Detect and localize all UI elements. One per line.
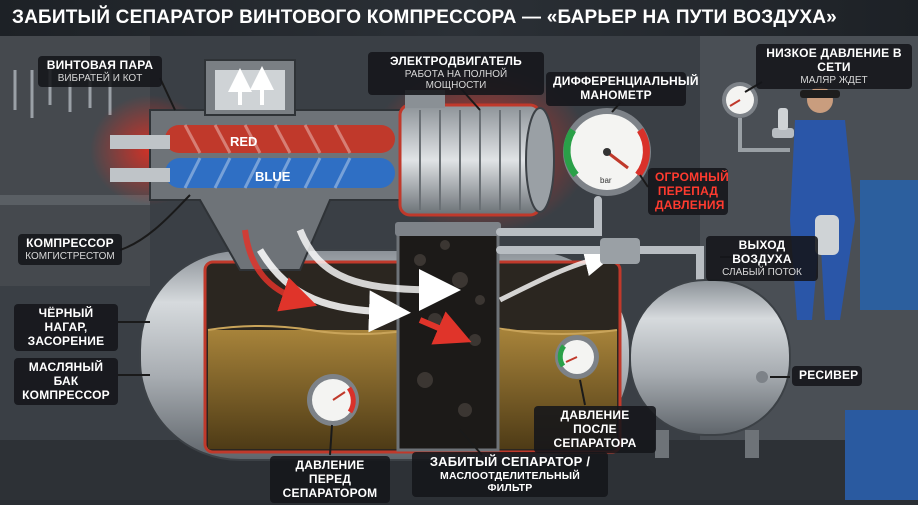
label-compressor-title: КОМПРЕССОР bbox=[26, 236, 114, 250]
label-pressure-after-line2: СЕПАРАТОРА bbox=[553, 435, 637, 450]
label-huge-drop-line2: ПЕРЕПАД bbox=[657, 183, 719, 198]
label-screw-pair-title: ВИНТОВАЯ ПАРА bbox=[46, 58, 154, 72]
label-diff-gauge-line2: МАНОМЕТР bbox=[580, 87, 652, 102]
label-receiver-title: РЕСИВЕР bbox=[799, 368, 859, 382]
label-motor: ЭЛЕКТРОДВИГАТЕЛЬ РАБОТА НА ПОЛНОЙ МОЩНОС… bbox=[368, 52, 544, 95]
gauge-before bbox=[307, 374, 359, 426]
air-flow-arrow-icon bbox=[498, 246, 615, 303]
label-pressure-before-line1: ДАВЛЕНИЕ ПЕРЕД bbox=[295, 458, 365, 486]
label-oil-tank-line2: КОМПРЕССОР bbox=[22, 387, 110, 402]
label-diff-gauge: ДИФФЕРЕНЦИАЛЬНЫЙ МАНОМЕТР bbox=[546, 72, 699, 106]
differential-gauge: bar bbox=[563, 108, 651, 196]
gauge-unit: bar bbox=[600, 176, 612, 185]
label-screw-pair-sub: ВИБРАТЕЙ И КОТ bbox=[57, 72, 143, 84]
air-flow-arrows bbox=[242, 228, 615, 345]
label-huge-drop: ОГРОМНЫЙ ПЕРЕПАД ДАВЛЕНИЯ bbox=[648, 168, 729, 216]
label-compressor: КОМПРЕССОР КОМГИСТРЕСТОМ bbox=[18, 234, 122, 266]
label-black-deposit: ЧЁРНЫЙ НАГАР, ЗАСОРЕНИЕ bbox=[14, 304, 118, 352]
label-huge-drop-line1: ОГРОМНЫЙ bbox=[655, 170, 729, 184]
label-pressure-before: ДАВЛЕНИЕ ПЕРЕД СЕПАРАТОРОМ bbox=[270, 456, 390, 504]
label-separator-line1: ЗАБИТЫЙ СЕПАРАТОР / bbox=[429, 454, 591, 469]
spray-gun-2 bbox=[815, 215, 839, 255]
gauge-needle bbox=[606, 150, 629, 170]
red-rotor-label: RED bbox=[230, 134, 257, 149]
label-oil-tank: МАСЛЯНЫЙ БАК КОМПРЕССОР bbox=[14, 358, 118, 406]
rotor-shaft bbox=[110, 135, 170, 149]
piping bbox=[496, 196, 704, 289]
label-screw-pair: ВИНТОВАЯ ПАРА ВИБРАТЕЙ И КОТ bbox=[38, 56, 162, 88]
label-black-deposit-line2: ЗАСОРЕНИЕ bbox=[27, 333, 105, 348]
outlet-valve bbox=[600, 238, 640, 264]
label-black-deposit-line1: ЧЁРНЫЙ НАГАР, bbox=[38, 306, 94, 334]
label-low-pressure-sub: МАЛЯР ЖДЕТ bbox=[800, 74, 868, 86]
workbench bbox=[0, 195, 150, 205]
clogged-separator bbox=[395, 222, 501, 452]
label-pressure-after-line1: ДАВЛЕНИЕ ПОСЛЕ bbox=[560, 408, 630, 436]
label-air-out-sub: СЛАБЫЙ ПОТОК bbox=[722, 266, 802, 278]
label-low-pressure-title: НИЗКОЕ ДАВЛЕНИЕ В СЕТИ bbox=[766, 46, 902, 74]
blue-cabinet bbox=[860, 180, 918, 310]
label-pressure-before-line2: СЕПАРАТОРОМ bbox=[282, 485, 378, 500]
label-diff-gauge-line1: ДИФФЕРЕНЦИАЛЬНЫЙ bbox=[553, 74, 699, 88]
label-pressure-after: ДАВЛЕНИЕ ПОСЛЕ СЕПАРАТОРА bbox=[534, 406, 656, 454]
blue-machine bbox=[845, 410, 918, 500]
air-flow-arrow-icon bbox=[418, 311, 472, 345]
label-air-out: ВЫХОД ВОЗДУХА СЛАБЫЙ ПОТОК bbox=[706, 236, 818, 282]
label-receiver: РЕСИВЕР bbox=[792, 366, 862, 386]
blue-rotor bbox=[165, 158, 395, 188]
red-rotor bbox=[165, 125, 395, 153]
label-air-out-title: ВЫХОД ВОЗДУХА bbox=[732, 238, 792, 266]
gauge-after bbox=[555, 335, 599, 379]
wall-gauge bbox=[722, 82, 790, 152]
air-flow-arrow-icon bbox=[242, 229, 318, 312]
label-compressor-sub: КОМГИСТРЕСТОМ bbox=[25, 250, 115, 262]
label-separator: ЗАБИТЫЙ СЕПАРАТОР / МАСЛООТДЕЛИТЕЛЬНЫЙ Ф… bbox=[412, 452, 608, 498]
label-huge-drop-line3: ДАВЛЕНИЯ bbox=[655, 197, 725, 212]
label-motor-title: ЭЛЕКТРОДВИГАТЕЛЬ bbox=[389, 54, 522, 68]
blue-rotor-label: BLUE bbox=[255, 169, 291, 184]
electric-motor bbox=[398, 90, 555, 217]
page-title: ЗАБИТЫЙ СЕПАРАТОР ВИНТОВОГО КОМПРЕССОРА … bbox=[0, 0, 918, 36]
label-oil-tank-line1: МАСЛЯНЫЙ БАК bbox=[28, 360, 104, 388]
screw-block: RED BLUE bbox=[110, 59, 422, 271]
air-flow-arrow-icon bbox=[296, 228, 461, 311]
label-separator-line2: МАСЛООТДЕЛИТЕЛЬНЫЙ ФИЛЬТР bbox=[440, 469, 580, 494]
label-low-pressure: НИЗКОЕ ДАВЛЕНИЕ В СЕТИ МАЛЯР ЖДЕТ bbox=[756, 44, 912, 90]
spray-gun-icon bbox=[772, 108, 794, 138]
label-motor-sub: РАБОТА НА ПОЛНОЙ МОЩНОСТИ bbox=[404, 68, 508, 92]
receiver-tank bbox=[629, 279, 791, 458]
